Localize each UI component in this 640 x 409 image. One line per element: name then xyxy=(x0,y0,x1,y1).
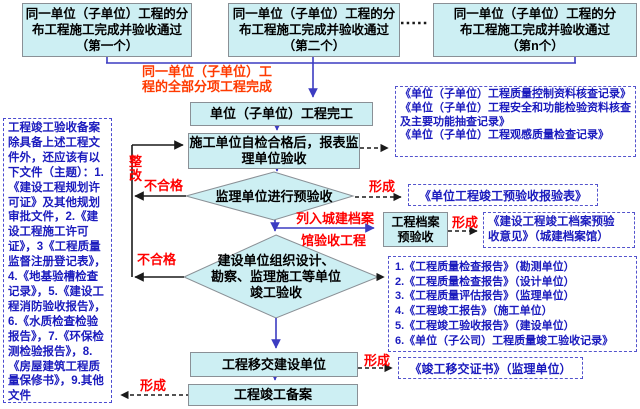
label-form-cert: 形成 xyxy=(364,353,391,368)
box-filing: 工程竣工备案 xyxy=(188,384,358,406)
label-fail-upper: 不合格 xyxy=(144,178,184,193)
label-archive-note-line2: 馆验收工程 xyxy=(301,233,367,248)
doc-item-report-5: 5.《工程竣工验收报告》（建设单位） xyxy=(395,319,575,332)
doc-box-preacceptance-form: 《单位工程竣工预验收报验表》 xyxy=(408,184,598,206)
label-form-filing: 形成 xyxy=(140,378,167,393)
label-fail-lower: 不合格 xyxy=(137,252,177,267)
doc-box-handover-cert: 《竣工移交证书》（监理单位） xyxy=(398,357,583,379)
doc-item-report-4: 4.《工程竣工报告》（施工单位） xyxy=(395,305,553,318)
doc-item-report-3: 3.《工程质量评估报告》（监理单位） xyxy=(395,290,575,303)
box-handover: 工程移交建设单位 xyxy=(190,352,358,377)
doc-item-report-2: 2.《工程质量检查报告》（设计单位） xyxy=(395,275,575,288)
doc-box-unit-records: 《单位（子单位）工程质量控制资料核查记录》 《单位（子单位）工程安全和功能检验资… xyxy=(395,86,636,157)
box-archive-precheck: 工程档案 预验收 xyxy=(383,212,448,247)
top-merge-connector xyxy=(106,57,576,64)
doc-item-safety-function-record: 《单位（子单位）工程安全和功能检验资料核查及主要功能抽查记录》 xyxy=(400,101,631,128)
top-box-3: 同一单位（子单位）工程的分 布工程施工完成并验收通过 （第n个） xyxy=(433,3,637,57)
label-rectify: 整改 xyxy=(129,154,143,183)
left-panel-filing-docs: 工程竣工验收备案除具备上述工程文件外，还应该有以下文件（主题）：1.《建设工程规… xyxy=(3,118,112,403)
label-archive-note-line1: 列入城建档案 xyxy=(296,211,375,226)
doc-item-quality-control-record: 《单位（子单位）工程质量控制资料核查记录》 xyxy=(400,88,631,100)
doc-item-report-6: 6.《单位（子公司）工程质量竣工验收记录》 xyxy=(395,334,614,347)
diamond-final-acceptance-label: 建设单位组织设计、 勘察、监理施工等单位 竣工验收 xyxy=(210,253,341,300)
doc-item-report-1: 1.《工程质量检查报告》（勘测单位） xyxy=(395,261,575,273)
doc-box-archive-opinion: 《建设工程竣工档案预验 收意见》（城建档案馆） xyxy=(483,212,635,248)
diamond-supervisor-preacceptance-shape xyxy=(184,171,355,221)
box-contractor-self-check: 施工单位自检合格后，报表监 理单位验收 xyxy=(188,133,360,169)
top-box-2: 同一单位（子单位）工程的分 布工程施工完成并验收通过 （第二个） xyxy=(228,3,400,57)
top-box-1: 同一单位（子单位）工程的分 布工程施工完成并验收通过 （第一个） xyxy=(22,3,192,57)
box-project-complete: 单位（子单位）工程完工 xyxy=(190,102,373,126)
annotation-all-subprojects: 同一单位（子单位）工 程的全部分项工程完成 xyxy=(142,64,273,94)
doc-box-acceptance-reports: 1.《工程质量检查报告》（勘测单位） 2.《工程质量检查报告》（设计单位） 3.… xyxy=(388,256,637,352)
doc-item-appearance-record: 《单位（子单位）工程观感质量检查记录》 xyxy=(400,129,609,142)
label-form-report: 形成 xyxy=(369,179,396,194)
label-form-opinion: 形成 xyxy=(452,215,479,230)
diamond-supervisor-preacceptance-label: 监理单位进行预验收 xyxy=(215,189,333,204)
